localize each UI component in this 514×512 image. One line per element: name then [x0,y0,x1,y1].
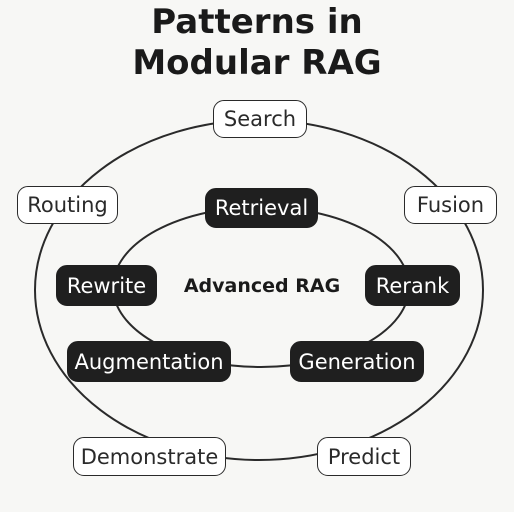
node-predict-label: Predict [327,444,401,469]
node-search-label: Search [223,107,297,131]
node-rerank-label: Rerank [375,273,450,298]
node-rewrite[interactable]: Rewrite [56,265,157,306]
node-demonstrate[interactable]: Demonstrate [73,437,226,476]
center-label: Advanced RAG [170,270,354,302]
node-retrieval[interactable]: Retrieval [205,188,318,228]
title-line-2: Modular RAG [132,43,382,83]
diagram-title: Patterns in Modular RAG [0,2,514,84]
node-generation[interactable]: Generation [290,341,424,382]
node-routing-label: Routing [27,193,108,217]
node-predict[interactable]: Predict [317,437,411,476]
node-rerank[interactable]: Rerank [365,265,460,306]
node-fusion-label: Fusion [416,193,485,217]
node-fusion[interactable]: Fusion [404,186,497,224]
node-demonstrate-label: Demonstrate [80,444,219,469]
node-retrieval-label: Retrieval [214,196,309,220]
title-line-1: Patterns in [151,2,363,42]
node-rewrite-label: Rewrite [66,273,147,298]
node-routing[interactable]: Routing [17,186,118,224]
node-generation-label: Generation [298,349,416,374]
node-search[interactable]: Search [213,100,307,138]
node-augmentation-label: Augmentation [74,349,224,374]
center-label-text: Advanced RAG [183,275,341,297]
node-augmentation[interactable]: Augmentation [67,341,231,382]
